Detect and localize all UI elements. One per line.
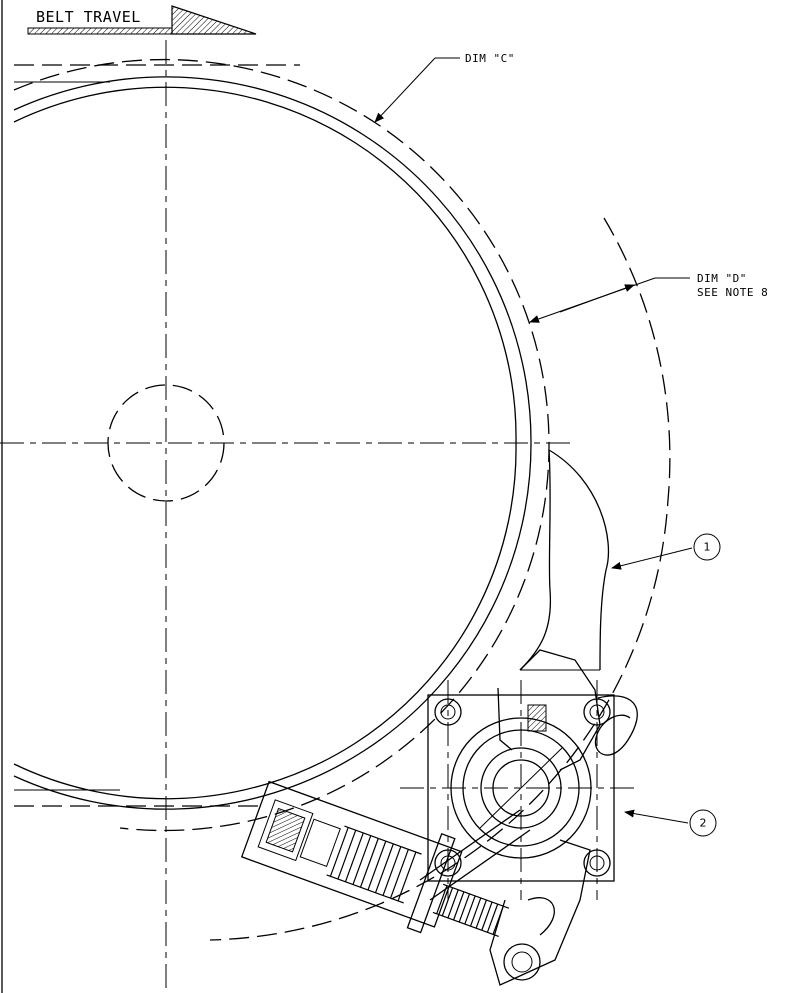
dim-c-label: DIM "C" [465,52,515,65]
dim-d-note: SEE NOTE 8 [697,286,768,299]
pulley-outer-edge [13,76,532,810]
dim-c-leader [374,57,436,123]
tensioner-assembly [400,649,640,986]
dim-d-label: DIM "D" [697,272,747,285]
lower-spring [432,883,510,937]
spring-assembly [240,780,463,934]
dim-d-arc [209,217,671,941]
callout-2-bubble [689,809,717,837]
callout-1-number: 1 [704,541,711,554]
callout-1-leader [611,547,693,570]
belt-travel-indicator: BELT TRAVEL [27,5,257,35]
pulley-inner-edge [13,86,517,800]
belt-dim-c-outline [13,58,550,832]
belt-travel-label: BELT TRAVEL [36,8,141,26]
callout-2-number: 2 [700,817,707,830]
travel-direction-arrow [171,5,257,35]
callout-2-leader [624,809,689,824]
scraper-blade [519,449,610,671]
callout-1-bubble [693,533,721,561]
pulley-shaft [107,384,225,502]
